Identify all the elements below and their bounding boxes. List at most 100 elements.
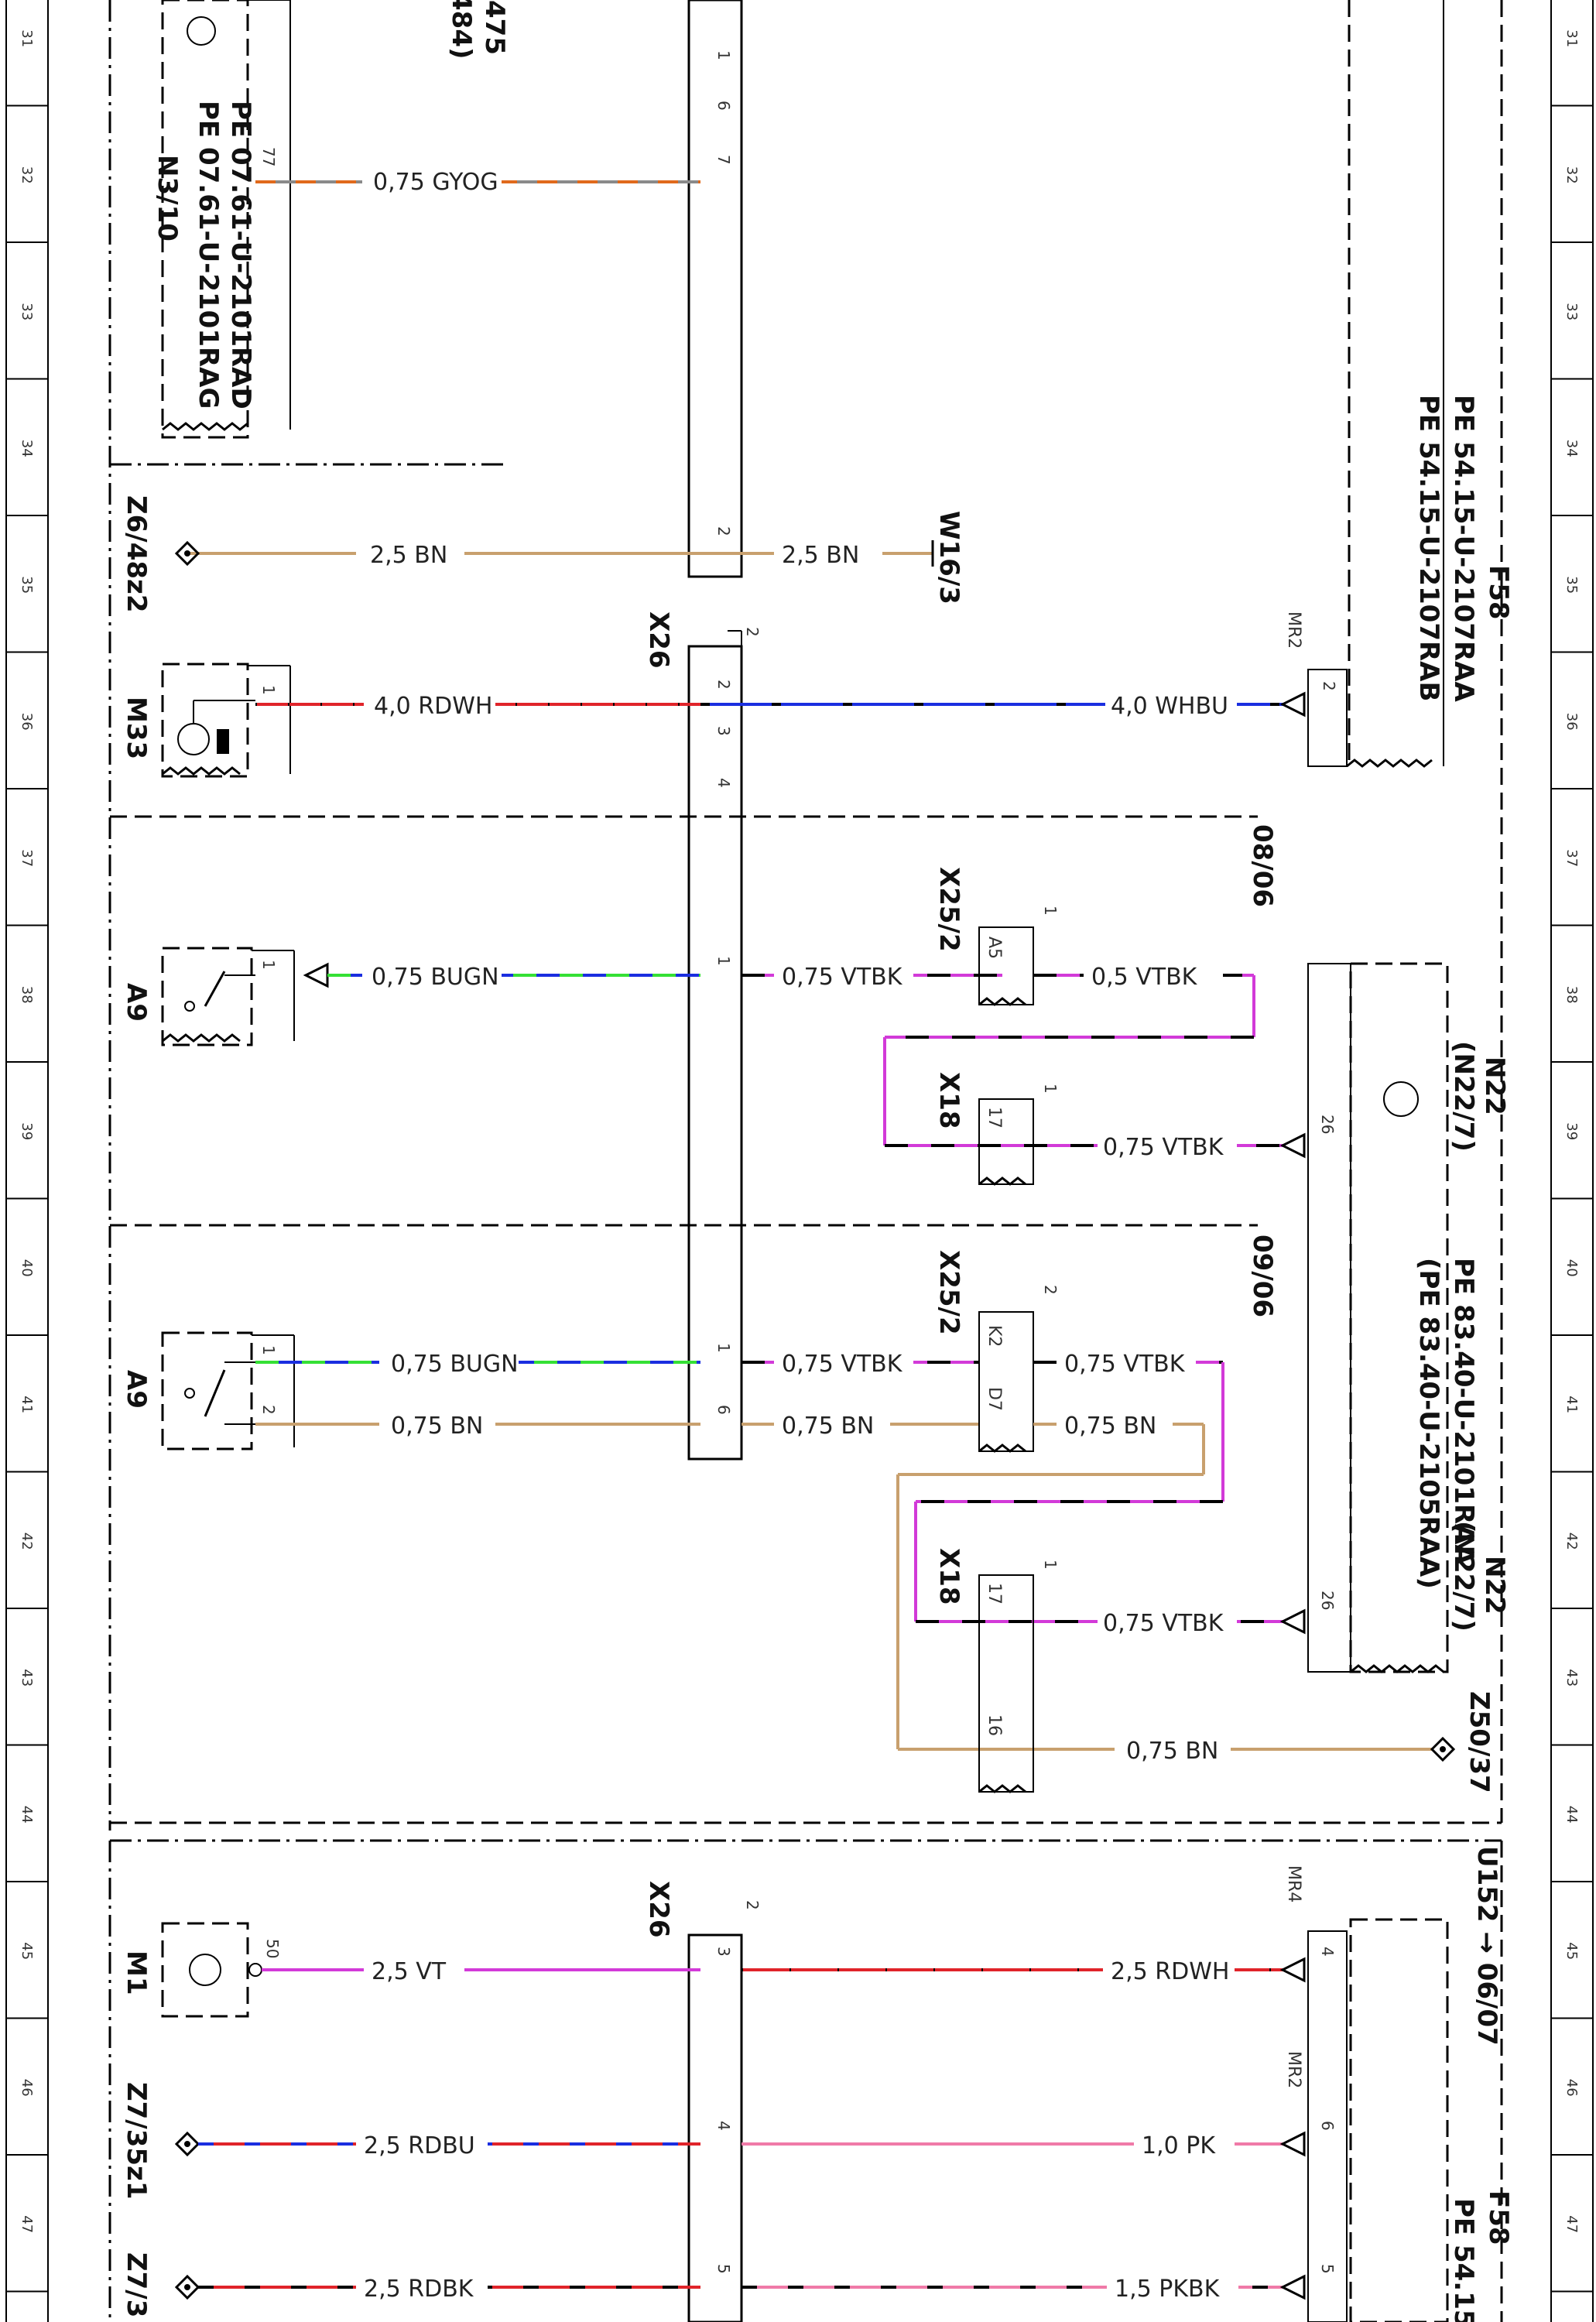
n22-label-b: N22 <box>1479 1556 1510 1615</box>
grid-number-left: 43 <box>19 1669 35 1687</box>
pin-x18-1a: 1 <box>1041 1084 1060 1094</box>
pin-x26-1c: 1 <box>714 1343 733 1353</box>
m1-motor-box <box>161 1922 262 2018</box>
grid-number-left: 38 <box>19 986 35 1004</box>
n3-10-pe1: PE 07.61-U-2101RAD <box>225 101 256 409</box>
x18-pin-16: 16 <box>985 1714 1004 1736</box>
wire-label-rdbu: 2,5 RDBU <box>364 2132 475 2159</box>
n3-10-label: N3/10 <box>152 155 183 241</box>
n22-label-a: N22 <box>1479 1057 1510 1115</box>
grid-number-right: 41 <box>1563 1396 1580 1413</box>
pin-x26-7: 7 <box>714 155 733 165</box>
x25-2-pin-d7: D7 <box>985 1387 1004 1411</box>
pin-m1-50: 50 <box>263 1939 282 1958</box>
pin-x26-3: 3 <box>714 726 733 736</box>
wire-label-pk: 1,0 PK <box>1142 2132 1216 2159</box>
grid-number-left: 42 <box>19 1533 35 1550</box>
pin-f58-2: 2 <box>1320 681 1338 691</box>
f58-mr2-label: MR2 <box>1284 611 1303 649</box>
x18-label-b: X18 <box>933 1548 964 1605</box>
f58-arrow-icon <box>1279 691 1306 717</box>
wire-label-gyog: 0,75 GYOG <box>373 169 498 196</box>
wire-label-vt-m1: 2,5 VT <box>372 1958 447 1985</box>
a9-label-a: A9 <box>121 983 152 1022</box>
x18-box-b <box>978 1574 1034 1793</box>
grid-number-right: 38 <box>1563 986 1580 1004</box>
left-grid-rail <box>5 0 49 2322</box>
n3-10-partial-484: 484) <box>446 0 477 60</box>
pin-x26-6: 6 <box>714 101 733 111</box>
grid-number-left: 32 <box>19 166 35 184</box>
pin-x26-2b: 2 <box>714 680 733 690</box>
wire-label-bn-b2: 0,75 BN <box>782 1413 874 1440</box>
grid-number-left: 40 <box>19 1259 35 1277</box>
grid-number-right: 37 <box>1563 849 1580 867</box>
wire-label-vtbk-a1: 0,75 VTBK <box>782 964 903 991</box>
pin-n22-26b: 26 <box>1318 1591 1337 1610</box>
wire-label-vtbk-b2: 0,75 VTBK <box>1064 1351 1186 1378</box>
grid-number-left: 35 <box>19 576 35 594</box>
grid-number-left: 47 <box>19 2215 35 2233</box>
ref-08-06: 08/06 <box>1247 824 1278 907</box>
x25-2-box-b <box>978 1311 1034 1453</box>
grid-number-left: 34 <box>19 440 35 457</box>
grid-number-left: 45 <box>19 1942 35 1960</box>
n22-module <box>1307 962 1449 1673</box>
f58-top-box <box>1307 0 1444 768</box>
w16-3-label: W16/3 <box>933 511 964 604</box>
pin-a9b-1: 1 <box>259 1345 278 1355</box>
f58-arrow-icon-b1 <box>1279 1957 1306 1983</box>
f58-top-pe1: PE 54.15-U-2107RAA <box>1448 395 1479 702</box>
z6-48z2-label: Z6/48z2 <box>121 495 152 613</box>
a9-arrow-icon-a <box>303 962 329 988</box>
a9-switch-box-a <box>161 947 295 1046</box>
n22-sub-a: (N22/7) <box>1448 1041 1479 1152</box>
wire-label-vtbk-a2: 0,5 VTBK <box>1091 964 1198 991</box>
grid-number-right: 33 <box>1563 303 1580 320</box>
x25-2-pin-a: A5 <box>985 937 1004 959</box>
pin-x25-1: 1 <box>1041 906 1060 916</box>
wire-label-vtbk-a3: 0,75 VTBK <box>1103 1134 1224 1161</box>
grid-number-right: 39 <box>1563 1122 1580 1140</box>
wire-label-rdbk: 2,5 RDBK <box>364 2276 474 2303</box>
f58-top-pe2: PE 54.15-U-2107RAB <box>1413 395 1444 701</box>
x26-top-pin-label: 2 <box>743 627 762 637</box>
z50-37-label: Z50/37 <box>1464 1691 1495 1793</box>
pin-x26-2a: 2 <box>714 526 733 536</box>
u152-ref: U152 → 06/07 <box>1471 1846 1502 2046</box>
f58-arrow-icon-b2 <box>1279 2131 1306 2157</box>
x25-2-box-a <box>978 926 1034 1006</box>
n3-10-pe2: PE 07.61-U-2101RAG <box>193 101 224 409</box>
grid-number-left: 46 <box>19 2079 35 2097</box>
pin-n22-26a: 26 <box>1318 1115 1337 1134</box>
x26-bottom-label: X26 <box>643 1881 674 1938</box>
grid-number-right: 40 <box>1563 1259 1580 1277</box>
f58-bottom-box <box>1307 1918 1449 2322</box>
grid-number-right: 31 <box>1563 29 1580 47</box>
wire-label-rdwh-m1: 2,5 RDWH <box>1111 1958 1229 1985</box>
n22-pe1-b: PE 83.40-U-2101RAA <box>1448 1258 1479 1565</box>
z7-3-label: Z7/3 <box>121 2252 152 2317</box>
grid-number-left: 36 <box>19 713 35 731</box>
wire-label-rdwh-m33: 4,0 RDWH <box>374 693 492 720</box>
a9-switch-box-b <box>161 1331 295 1450</box>
grid-number-left: 39 <box>19 1122 35 1140</box>
x26-connector-bottom <box>687 1933 743 2322</box>
pin-x26-4: 4 <box>714 778 733 788</box>
grid-number-left: 44 <box>19 1806 35 1824</box>
pin-m33-1: 1 <box>259 685 278 695</box>
x25-2-pin-k2: K2 <box>985 1325 1004 1347</box>
f58-top-label: F58 <box>1483 565 1514 620</box>
wire-label-bn-b: 0,75 BN <box>391 1413 483 1440</box>
x26-top-label: X26 <box>643 611 674 669</box>
grid-number-right: 42 <box>1563 1533 1580 1550</box>
grid-number-left: 31 <box>19 29 35 47</box>
wire-label-whbu: 4,0 WHBU <box>1111 693 1228 720</box>
x18-label-a: X18 <box>933 1072 964 1129</box>
wire-label-bugn-b: 0,75 BUGN <box>391 1351 519 1378</box>
pin-x26-4d: 4 <box>714 2121 733 2131</box>
pin-x26-5d: 5 <box>714 2264 733 2274</box>
grid-number-right: 35 <box>1563 576 1580 594</box>
pin-x26-6c: 6 <box>714 1405 733 1415</box>
